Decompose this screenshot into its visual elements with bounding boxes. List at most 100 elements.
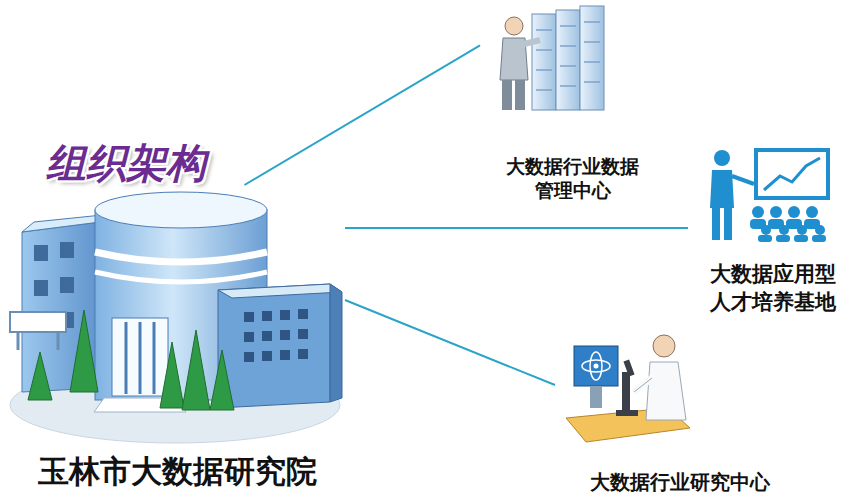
building-illustration-part bbox=[95, 272, 267, 282]
building-illustration-part-part bbox=[280, 350, 290, 360]
server-icon-part-part bbox=[560, 25, 576, 27]
server-icon-part bbox=[580, 6, 604, 110]
center-node: 大数据行业数据管理中心 bbox=[480, 8, 665, 205]
building-illustration-part bbox=[153, 322, 156, 394]
presenter-icon-part-part bbox=[770, 206, 782, 218]
lab-icon-part bbox=[574, 346, 618, 386]
server-icon-part bbox=[556, 10, 580, 110]
server-icon-part bbox=[502, 80, 512, 110]
building-illustration-part bbox=[28, 310, 234, 410]
server-icon-part-part bbox=[560, 65, 576, 67]
lab-icon-part bbox=[590, 386, 602, 408]
building-illustration-part bbox=[125, 322, 128, 394]
presenter-icon-part-part bbox=[761, 225, 771, 235]
server-icon-part-part bbox=[584, 41, 600, 43]
building-illustration-part-part bbox=[280, 310, 290, 320]
lab-icon-part bbox=[622, 372, 630, 412]
building-illustration-part-part bbox=[244, 312, 254, 322]
server-icon-part-part bbox=[560, 85, 576, 87]
presenter-icon-part bbox=[712, 208, 720, 240]
server-icon-part-part bbox=[536, 29, 552, 31]
lab-icon-part bbox=[590, 352, 602, 380]
server-icon-part bbox=[524, 40, 540, 44]
building-illustration-part bbox=[139, 322, 142, 394]
node-label: 玉林市大数据研究院 bbox=[38, 451, 317, 491]
presenter-icon-part bbox=[750, 206, 826, 242]
lab-icon-part bbox=[634, 378, 652, 392]
server-icon bbox=[500, 6, 604, 110]
server-icon-part bbox=[500, 38, 528, 80]
presenter-icon-part-part bbox=[788, 206, 800, 218]
building-illustration-part-part bbox=[262, 331, 272, 341]
connector-line bbox=[345, 300, 555, 385]
presenter-icon-part-part bbox=[758, 235, 772, 242]
building-illustration-part-part bbox=[298, 309, 308, 319]
server-icon-part-part bbox=[560, 45, 576, 47]
building-illustration-part bbox=[17, 332, 20, 350]
presenter-icon-part-part bbox=[776, 235, 790, 242]
server-icon-part bbox=[515, 80, 525, 110]
node-label: 大数据应用型人才培养基地 bbox=[707, 261, 839, 316]
connector-line bbox=[345, 227, 688, 229]
node-label: 大数据行业数据管理中心 bbox=[503, 154, 642, 203]
server-icon-part bbox=[532, 14, 556, 110]
presenter-icon-part bbox=[710, 170, 734, 208]
diagram-title: 组织架构 bbox=[46, 136, 206, 191]
building-illustration-part bbox=[218, 284, 342, 298]
research-node: 大数据行业研究中心 bbox=[555, 325, 805, 497]
building-illustration-part-part bbox=[60, 242, 74, 258]
node-label: 大数据行业研究中心 bbox=[590, 469, 770, 495]
building-illustration-part-part bbox=[280, 330, 290, 340]
building-illustration-part-part bbox=[262, 311, 272, 321]
server-icon-part bbox=[505, 17, 523, 35]
presenter-icon-part bbox=[756, 150, 828, 198]
presenter-icon-part bbox=[764, 158, 820, 190]
lab-icon-part bbox=[653, 335, 675, 357]
building-illustration-part-part bbox=[28, 352, 52, 400]
presenter-icon-part-part bbox=[752, 206, 764, 218]
institute-node: 玉林市大数据研究院 bbox=[10, 185, 345, 495]
building-illustration-part-part bbox=[70, 310, 98, 392]
connector-line bbox=[245, 45, 481, 185]
server-icon-part-part bbox=[584, 21, 600, 23]
server-icon-part bbox=[536, 22, 600, 90]
server-icon-part-part bbox=[536, 69, 552, 71]
presenter-icon-part bbox=[724, 208, 732, 240]
lab-icon-part bbox=[646, 362, 686, 420]
server-icon-part-part bbox=[584, 61, 600, 63]
presenter-icon-part-part bbox=[779, 225, 789, 235]
lab-icon-part bbox=[623, 359, 634, 376]
building-illustration-part bbox=[112, 318, 168, 396]
server-icon-part-part bbox=[584, 81, 600, 83]
presenter-icon-part-part bbox=[812, 235, 826, 242]
lab-icon-part bbox=[582, 360, 610, 372]
presenter-icon-part-part bbox=[806, 206, 818, 218]
presenter-icon-part-part bbox=[815, 225, 825, 235]
building-illustration-part bbox=[95, 192, 267, 228]
building-illustration-part-part bbox=[244, 332, 254, 342]
lab-icon-part bbox=[616, 410, 638, 416]
presenter-icon-part-part bbox=[794, 235, 808, 242]
base-node: 大数据应用型人才培养基地 bbox=[688, 140, 858, 318]
building-illustration-part-part bbox=[298, 329, 308, 339]
building-illustration-part bbox=[330, 284, 342, 402]
lab-icon-part bbox=[594, 364, 599, 369]
building-illustration-part bbox=[218, 284, 330, 408]
building-illustration-part-part bbox=[298, 349, 308, 359]
server-icon-part-part bbox=[536, 49, 552, 51]
building-illustration-part bbox=[95, 252, 267, 262]
building-illustration-part bbox=[22, 222, 100, 392]
building-illustration-part bbox=[10, 312, 66, 332]
building-illustration-part-part bbox=[34, 280, 48, 296]
building-illustration-part bbox=[244, 309, 308, 362]
building-illustration-part-part bbox=[210, 350, 234, 410]
presenter-icon bbox=[710, 150, 828, 242]
building-illustration-part bbox=[57, 332, 60, 350]
building-illustration-part-part bbox=[60, 277, 74, 293]
building-illustration-part-part bbox=[34, 245, 48, 261]
lab-icon bbox=[566, 335, 690, 442]
building-illustration-part-part bbox=[160, 342, 184, 408]
lab-icon-part bbox=[634, 378, 652, 392]
building-illustration-part-part bbox=[262, 351, 272, 361]
presenter-icon-part bbox=[714, 150, 730, 166]
